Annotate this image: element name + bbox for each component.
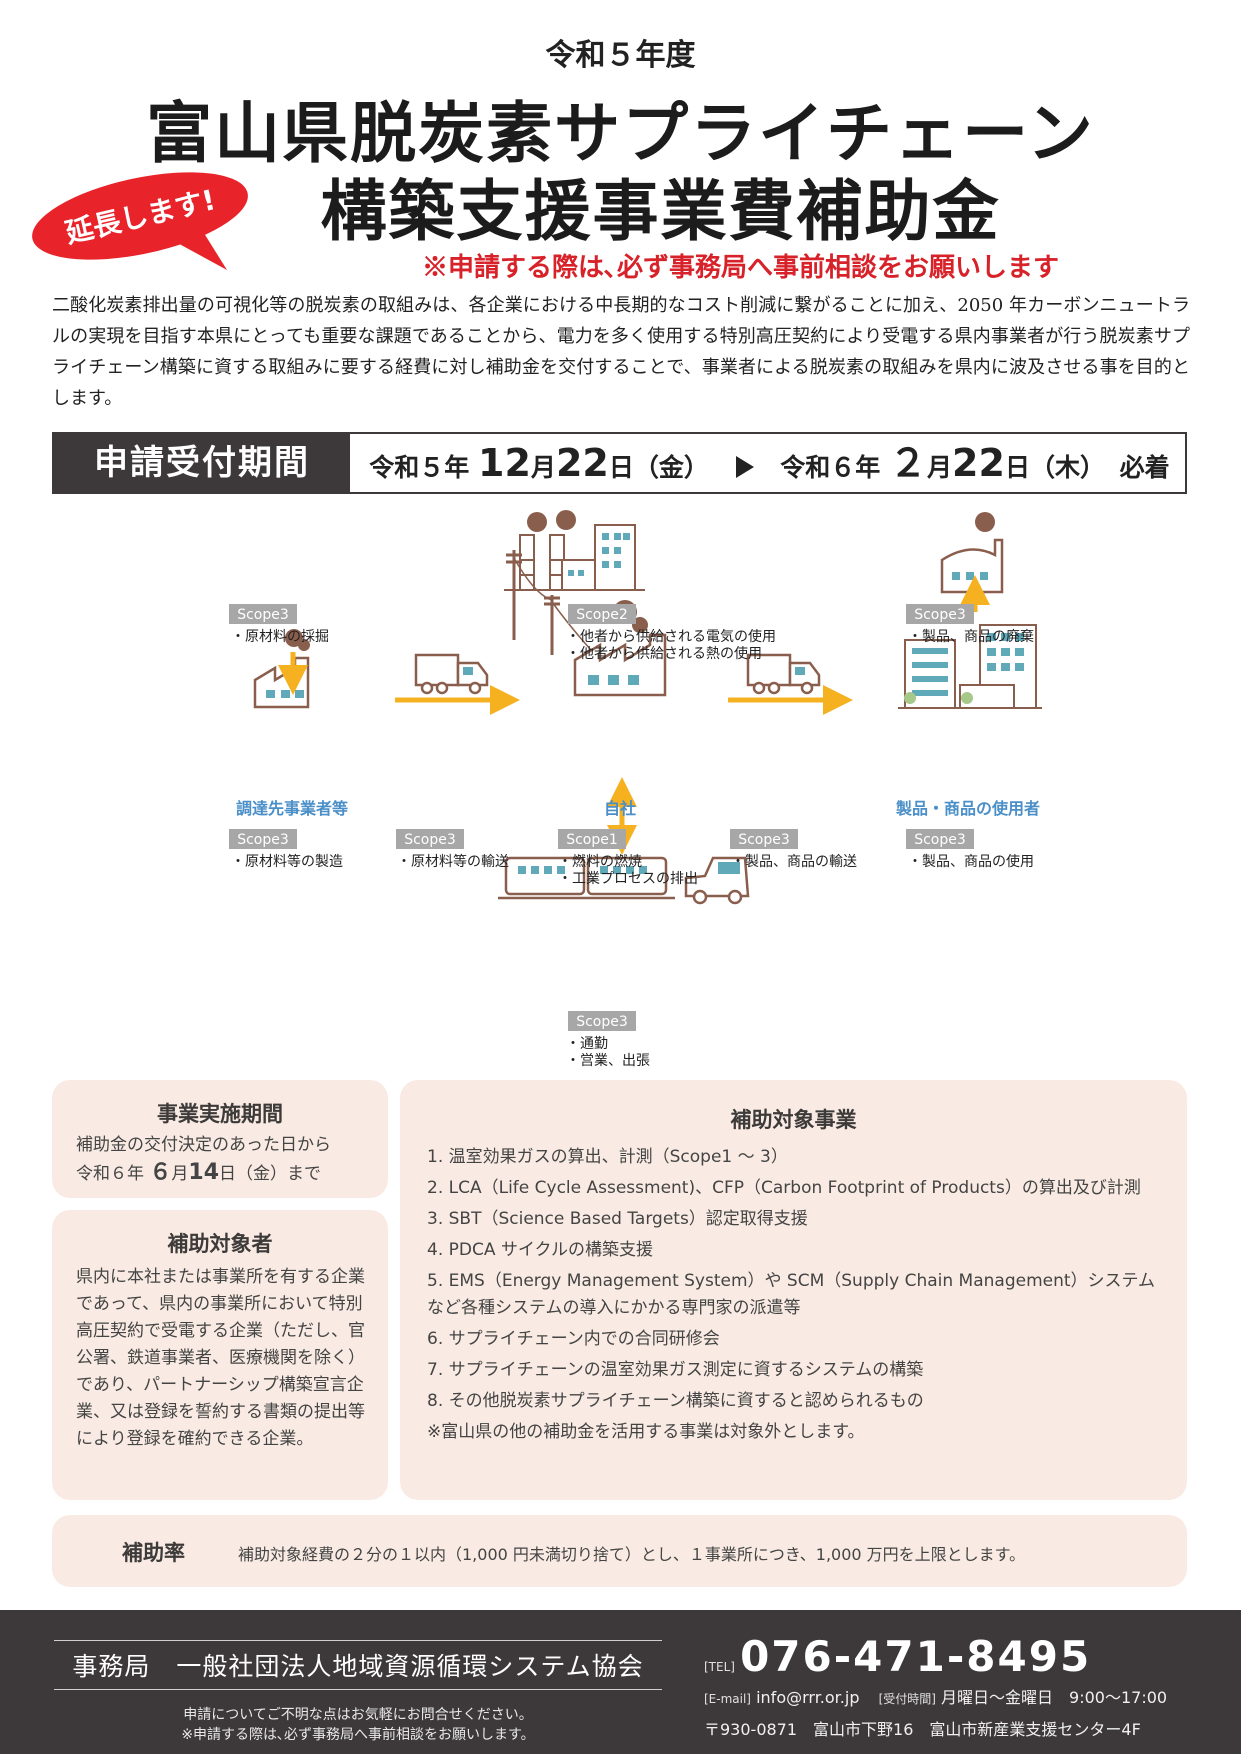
period-start-day: 22 [555,441,609,485]
scope-item: ・他者から供給される熱の使用 [566,645,762,662]
contact-footer: 事務局 一般社団法人地域資源循環システム協会 申請についてご不明な点はお気軽にお… [0,1610,1241,1754]
scope-item: ・他者から供給される電気の使用 [566,628,776,645]
eligible-projects-title: 補助対象事業 [730,1108,857,1132]
application-period-bar: 申請受付期間 令和５年 12月22日（金） 令和６年 ２月22日（木） 必着 [52,432,1187,494]
eligible-applicants-text: 県内に本社または事業所を有する企業であって、県内の事業所において特別高圧契約で受… [76,1267,365,1449]
period-end-day: 22 [952,441,1005,485]
implementation-suffix: 日（金）まで [219,1164,322,1184]
email-tag: [E-mail] [704,1692,751,1706]
extension-badge [32,172,248,270]
list-item: 2. LCA（Life Cycle Assessment)、CFP（Carbon… [427,1178,1141,1198]
subsidy-rate-text: 補助対象経費の２分の１以内（1,000 円未満切り捨て）とし、１事業所につき、1… [238,1545,1026,1564]
supplier-label: 調達先事業者等 [236,799,348,818]
scope-tag: Scope2 [576,607,628,623]
list-item: 1. 温室効果ガスの算出、計測（Scope1 ～ 3） [427,1147,788,1167]
scope-item: ・製品、商品の使用 [908,853,1034,870]
scope-item: ・通勤 [566,1036,608,1052]
footer-note-2: ※申請する際は､必ず事務局へ事前相談をお願いします。 [181,1727,535,1743]
implementation-day: 14 [188,1160,220,1185]
subsidy-rate-panel: 補助率 補助対象経費の２分の１以内（1,000 円未満切り捨て）とし、１事業所に… [52,1515,1187,1587]
scope-tag: Scope3 [576,1014,628,1030]
projects-note: ※富山県の他の補助金を活用する事業は対象外とします。 [427,1422,865,1442]
implementation-era: 令和６年 [76,1164,144,1184]
period-start-month: 12 [478,441,531,485]
scope-tag: Scope3 [914,607,966,623]
period-start-dow: 日（金） [608,453,709,482]
supply-chain-diagram: Scope3 Scope2 Scope3 Scope3 Scope3 Scope… [229,510,1042,1069]
period-suffix: 必着 [1119,453,1170,482]
subsidy-rate-title: 補助率 [122,1541,185,1565]
list-item: 8. その他脱炭素サプライチェーン構築に資すると認められるもの [427,1391,924,1411]
product-user-label: 製品・商品の使用者 [895,799,1040,818]
fiscal-year: 令和５年度 [545,38,696,73]
application-period-label: 申請受付期間 [54,434,350,492]
list-item: 5. EMS（Energy Management System）や SCM（Su… [427,1271,1156,1318]
period-arrow-icon [735,456,754,478]
scope-tag: Scope3 [237,832,289,848]
list-item: 6. サプライチェーン内での合同研修会 [427,1329,720,1349]
scope-tag: Scope3 [914,832,966,848]
scope-item: ・営業、出張 [566,1053,650,1069]
office-address: 〒930-0871 富山市下野16 富山市新産業支援センター4F [704,1720,1141,1739]
implementation-month-unit: 月 [171,1164,189,1184]
product-user-buildings-icon [898,624,1042,709]
period-end-month-unit: 月 [927,453,953,482]
email-hours-line: [E-mail] info@rrr.or.jp [受付時間] 月曜日～金曜日 9… [704,1684,1167,1708]
scope-item: ・工業プロセスの排出 [558,871,698,887]
scope-tag: Scope3 [738,832,790,848]
implementation-period-title: 事業実施期間 [157,1102,283,1126]
page-title-line2: 構築支援事業費補助金 [320,172,1001,250]
own-company-label: 自社 [604,799,636,818]
scope-item: ・原材料等の製造 [231,853,343,870]
office-hours: 月曜日～金曜日 9:00～17:00 [941,1688,1168,1707]
eligible-projects-list: 1. 温室効果ガスの算出、計測（Scope1 ～ 3） 2. LCA（Life … [400,1134,1187,1446]
implementation-period-panel: 事業実施期間 補助金の交付決定のあった日から 令和６年 ６月14日（金）まで [52,1080,388,1198]
disposal-facility-icon [940,512,1004,594]
list-item: 3. SBT（Science Based Targets）認定取得支援 [427,1209,808,1229]
eligible-applicants-title: 補助対象者 [167,1232,273,1256]
period-start-era: 令和５年 [369,453,470,482]
power-plant-icon [504,510,645,591]
implementation-period-line2: 令和６年 ６月14日（金）まで [52,1159,388,1188]
scope-tag: Scope3 [404,832,456,848]
scope-item: ・原材料の採掘 [231,629,329,645]
period-end-dow: 日（木） [1004,453,1105,482]
secretariat-name: 事務局 一般社団法人地域資源循環システム協会 [54,1640,662,1690]
scope-item: ・原材料等の輸送 [397,853,509,870]
intro-paragraph: 二酸化炭素排出量の可視化等の脱炭素の取組みは、各企業における中長期的なコスト削減… [52,295,1190,409]
train-and-car-icon [498,856,750,905]
scope-tag: Scope1 [566,832,618,848]
period-end-month: ２ [889,441,928,485]
email-link[interactable]: info@rrr.or.jp [756,1688,860,1707]
footer-note-1: 申請についてご不明な点はお気軽にお問合せください。 [183,1707,533,1723]
truck-icon-inbound [414,653,489,695]
scope-tag: Scope3 [237,607,289,623]
list-item: 4. PDCA サイクルの構築支援 [427,1240,654,1260]
hours-tag: [受付時間] [878,1692,936,1706]
consultation-notice: ※申請する際は､必ず事務局へ事前相談をお願いします [421,253,1059,283]
implementation-month: ６ [149,1160,172,1185]
eligible-applicants-panel: 補助対象者 県内に本社または事業所を有する企業であって、県内の事業所において特別… [52,1210,388,1500]
tel-tag: [TEL] [704,1660,735,1674]
scope-item: ・製品、商品の輸送 [731,854,857,870]
phone-block: [TEL] 076-471-8495 [704,1632,1091,1681]
scope-item: ・製品、商品の廃棄 [908,628,1034,645]
truck-icon-outbound [746,653,821,695]
list-item: 7. サプライチェーンの温室効果ガス測定に資するシステムの構築 [427,1360,924,1380]
phone-number[interactable]: 076-471-8495 [740,1632,1092,1681]
application-period-value: 令和５年 12月22日（金） 令和６年 ２月22日（木） 必着 [354,434,1185,492]
scope-item: ・燃料の燃焼 [558,853,642,870]
page-title-line1: 富山県脱炭素サプライチェーン [146,94,1095,172]
utility-pole-icon [506,550,611,671]
period-start-month-unit: 月 [530,453,556,482]
implementation-period-line1: 補助金の交付決定のあった日から [76,1135,331,1155]
period-end-era: 令和６年 [780,453,881,482]
flow-arrows [278,575,990,855]
eligible-projects-panel: 補助対象事業 1. 温室効果ガスの算出、計測（Scope1 ～ 3） 2. LC… [400,1080,1187,1500]
